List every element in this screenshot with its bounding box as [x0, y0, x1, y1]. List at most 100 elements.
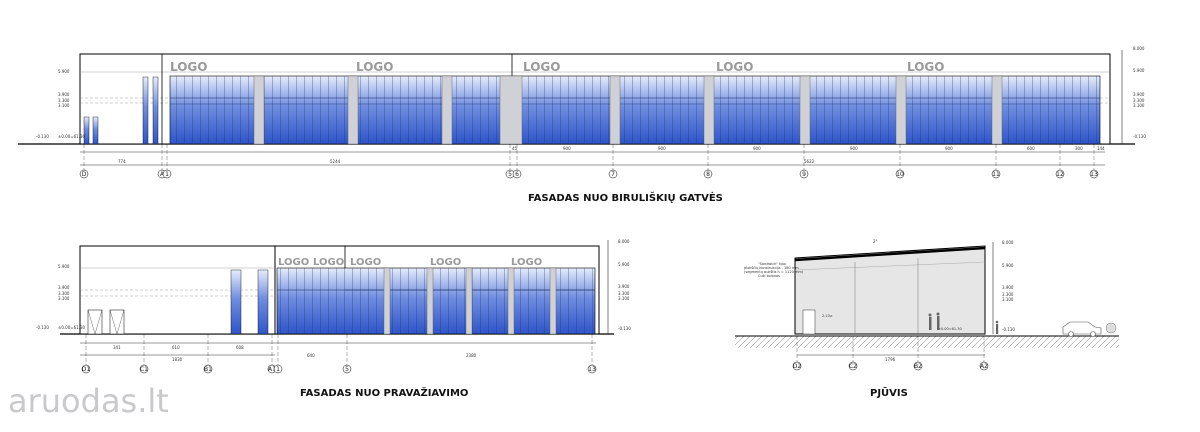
- svg-text:±0.00=61.30: ±0.00=61.30: [938, 327, 962, 331]
- levels-right-2: 8.000 5.900 3.900 3.300 3.100 -0.130: [607, 239, 631, 334]
- svg-text:5.900: 5.900: [618, 262, 630, 267]
- svg-text:±0.00=61.30: ±0.00=61.30: [58, 325, 86, 330]
- svg-text:-0.130: -0.130: [36, 134, 49, 139]
- axis-bubble: [162, 169, 172, 179]
- axis-bubble: [342, 364, 352, 374]
- svg-text:2.10≥: 2.10≥: [822, 314, 833, 318]
- svg-text:5.900: 5.900: [58, 69, 70, 74]
- axis-label: 5: [345, 366, 349, 373]
- axis-label: 12: [1056, 171, 1064, 178]
- axis-label: C1: [140, 366, 148, 373]
- axis-label: 1: [276, 366, 280, 373]
- axis-bubble: [81, 364, 91, 374]
- logo-1: LOGO: [170, 60, 207, 74]
- axis-label: B1: [204, 366, 212, 373]
- svg-text:8.000: 8.000: [1133, 46, 1145, 51]
- svg-text:-0.130: -0.130: [1002, 327, 1015, 332]
- svg-text:608: 608: [236, 345, 244, 350]
- svg-text:900: 900: [753, 146, 761, 151]
- facade-piers: [253, 75, 1003, 145]
- people-figures: [928, 312, 999, 334]
- axis-label: C2: [849, 363, 857, 370]
- levels-right-1: 8.000 5.900 3.900 3.300 3.100 -0.130: [1121, 46, 1146, 144]
- logo-6: LOGO: [278, 257, 309, 268]
- axis-label: 8: [706, 171, 710, 178]
- svg-text:3.100: 3.100: [1002, 297, 1014, 302]
- axis-bubble: [792, 361, 802, 371]
- section-note: "Sandwich" tipo plokščių konstrukcija - …: [744, 262, 804, 278]
- logo-3: LOGO: [523, 60, 560, 74]
- svg-text:3.100: 3.100: [618, 296, 630, 301]
- axis-bubble: [895, 169, 905, 179]
- axis-label: 10: [896, 171, 904, 178]
- axis-label: D: [82, 171, 87, 178]
- logo-10: LOGO: [511, 257, 542, 268]
- svg-text:3.100: 3.100: [1133, 103, 1145, 108]
- logo-2: LOGO: [356, 60, 393, 74]
- logo-5: LOGO: [907, 60, 944, 74]
- axis-label: B2: [914, 363, 922, 370]
- svg-text:3.300: 3.300: [618, 291, 630, 296]
- svg-text:3.900: 3.900: [58, 285, 70, 290]
- caption-section: PJŪVIS: [870, 386, 908, 399]
- axis-bubble: [608, 169, 618, 179]
- axis-bubble: [273, 364, 283, 374]
- svg-text:1830: 1830: [172, 357, 183, 362]
- svg-text:45: 45: [512, 146, 518, 151]
- watermark-logo: aruodas.lt: [8, 382, 169, 420]
- svg-text:900: 900: [563, 146, 571, 151]
- axis-bubble: [1089, 169, 1099, 179]
- svg-text:5.900: 5.900: [1002, 263, 1014, 268]
- svg-text:±0.00=61.30: ±0.00=61.30: [58, 134, 86, 139]
- axis-label: D2: [793, 363, 802, 370]
- axis-label: 13: [1090, 171, 1098, 178]
- svg-text:3.300: 3.300: [1133, 98, 1145, 103]
- levels-left-1: 5.900 3.900 3.300 3.100 ±0.00=61.30 -0.1…: [36, 69, 86, 139]
- svg-text:900: 900: [850, 146, 858, 151]
- levels-left-2: 5.900 3.900 3.300 3.100 ±0.00=61.30 -0.1…: [36, 264, 86, 330]
- svg-text:8.000: 8.000: [618, 239, 630, 244]
- svg-text:3.300: 3.300: [58, 291, 70, 296]
- svg-text:-0.130: -0.130: [1133, 134, 1146, 139]
- svg-text:3.900: 3.900: [1002, 285, 1014, 290]
- car: [1062, 321, 1102, 335]
- axis-label: 5: [508, 171, 512, 178]
- section-levels: 8.000 5.900 3.900 3.300 3.100 -0.130: [992, 240, 1015, 334]
- svg-text:3.900: 3.900: [58, 92, 70, 97]
- svg-text:-0.130: -0.130: [36, 325, 49, 330]
- axis-label: A1: [268, 366, 276, 373]
- axis-label: 13: [588, 366, 596, 373]
- axis-bubble: [703, 169, 713, 179]
- logo-7: LOGO: [313, 257, 344, 268]
- logo-8: LOGO: [350, 257, 381, 268]
- dims-1: 774 5244 45 900 900 900 900 900 600 300 …: [118, 146, 1105, 164]
- axis-label: 11: [992, 171, 1000, 178]
- facade-biruliskiu: LOGO LOGO LOGO LOGO LOGO 5.900 3.900 3.3…: [18, 46, 1146, 179]
- svg-text:3.900: 3.900: [1133, 92, 1145, 97]
- svg-text:3.100: 3.100: [58, 296, 70, 301]
- logo-9: LOGO: [430, 257, 461, 268]
- axis-bubble: [913, 361, 923, 371]
- svg-text:3.300: 3.300: [58, 98, 70, 103]
- svg-text:5.900: 5.900: [1133, 68, 1145, 73]
- facade-pravaziavimo: LOGO LOGO LOGO LOGO LOGO 5.900 3.900 3.3…: [36, 239, 631, 374]
- svg-text:1796: 1796: [885, 357, 896, 362]
- axis-bubble: [587, 364, 597, 374]
- svg-text:3.100: 3.100: [58, 103, 70, 108]
- tree: [1105, 322, 1117, 334]
- svg-text:300: 300: [1075, 146, 1083, 151]
- svg-text:5244: 5244: [330, 159, 341, 164]
- axis-label: 6: [515, 171, 519, 178]
- section-view: 2° "Sandwich" tipo plokščių konstrukcija…: [735, 239, 1119, 371]
- svg-text:341: 341: [113, 345, 121, 350]
- svg-text:2°: 2°: [873, 239, 878, 244]
- svg-text:610: 610: [172, 345, 180, 350]
- svg-text:900: 900: [945, 146, 953, 151]
- axis-label: D1: [82, 366, 91, 373]
- svg-text:-0.130: -0.130: [618, 326, 631, 331]
- axis-bubble: [848, 361, 858, 371]
- logo-4: LOGO: [716, 60, 753, 74]
